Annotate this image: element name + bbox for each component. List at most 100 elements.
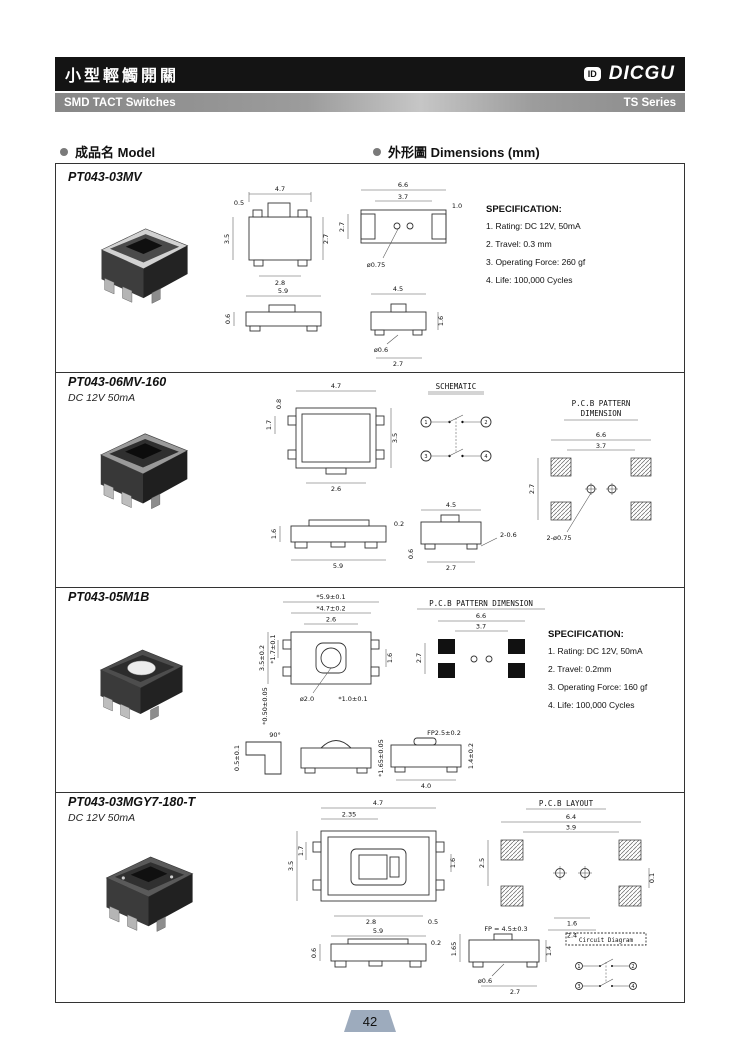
drawings-pt043-06mv-160: 4.7 0.8 1.7 3.5 2.6 SCHEMATIC 1 2 3 <box>265 382 652 572</box>
dim-label: 0.5 <box>234 199 244 207</box>
series-bar-left: SMD TACT Switches <box>64 96 176 109</box>
dim-label: 5.9 <box>373 927 383 935</box>
side-view-dome: *1.65±0.05 <box>300 739 385 777</box>
spec-title: SPECIFICATION: <box>548 629 624 640</box>
dim-label: 3.5 <box>223 234 231 244</box>
dim-label: 2.7 <box>446 564 456 572</box>
dim-label: 1.6 <box>437 316 445 326</box>
specification-block-1: SPECIFICATION: 1. Rating: DC 12V, 50mA 2… <box>486 204 681 293</box>
dim-label: 2.7 <box>338 222 346 232</box>
schematic-drawing: SCHEMATIC 1 2 3 4 <box>420 382 492 462</box>
pcb-pattern-title: P.C.B PATTERN <box>572 399 631 408</box>
model-name-3: PT043-05M1B <box>68 590 150 604</box>
dim-label: 2.4 <box>567 932 577 940</box>
dim-label: 2.6 <box>326 616 336 624</box>
dim-label: 1.4 <box>545 946 553 956</box>
drawings-pt043-05m1b: *5.9±0.1 *4.7±0.2 2.6 3.5±0.2 *1.7±0.1 1… <box>233 593 545 790</box>
dim-label: *1.7±0.1 <box>269 634 277 663</box>
side-view-2: 4.5 2.7 0.6 2-0.6 <box>407 501 517 572</box>
pin-number: 2 <box>631 964 634 970</box>
spec-item: 4. Life: 100,000 Cycles <box>486 275 573 285</box>
dim-label: 4.7 <box>275 185 285 193</box>
series-bar-right: TS Series <box>623 96 676 109</box>
section-divider <box>56 587 684 588</box>
top-view-drawing: 4.7 2.35 3.5 1.7 2.8 0.5 1.6 <box>287 799 457 926</box>
dim-label: 0.2 <box>431 939 441 947</box>
dim-label: 6.6 <box>596 431 606 439</box>
spec-item: 3. Operating Force: 160 gf <box>548 682 648 692</box>
side-view-1: 0.2 1.6 5.9 <box>270 519 404 570</box>
spec-title: SPECIFICATION: <box>486 204 562 215</box>
header-bar: 小型輕觸開關 ID DICGU <box>55 57 685 91</box>
corner-detail-drawing: 0.5±0.1 90° <box>233 731 282 775</box>
pin-number: 1 <box>424 420 427 426</box>
dim-label: 1.7 <box>297 846 305 856</box>
dim-label: 0.2 <box>394 520 404 528</box>
dim-label: 2.7 <box>415 653 423 663</box>
drawings-pt043-03mv: 4.7 0.5 3.5 2.7 2.8 6.6 3.7 1.0 <box>223 181 462 368</box>
side-view-fp: FP2.5±0.2 4.0 1.4±0.2 <box>390 729 475 790</box>
dim-label: 2.7 <box>528 484 536 494</box>
model-name-4: PT043-03MGY7-180-T <box>68 795 196 809</box>
dim-label: ø2.0 <box>300 695 314 703</box>
section-divider <box>56 792 684 793</box>
dim-label: ø0.6 <box>374 346 388 354</box>
side-view-2: 4.5 1.6 ø0.6 2.7 <box>370 285 445 368</box>
dim-label: *4.7±0.2 <box>316 605 345 613</box>
model-rating-4: DC 12V 50mA <box>68 812 136 824</box>
dim-label: 0.6 <box>407 549 415 559</box>
dim-label: 0.5±0.1 <box>233 745 241 771</box>
dim-label: 3.5±0.2 <box>258 645 266 671</box>
dim-label: ø0.75 <box>367 261 385 269</box>
dim-label: FP = 4.5±0.3 <box>484 925 527 933</box>
dimensions-section-label: 外形圖 Dimensions (mm) <box>373 142 540 161</box>
dim-label: *1.65±0.05 <box>377 739 385 777</box>
dim-label: 3.7 <box>398 193 408 201</box>
dim-label: 2.7 <box>393 360 403 368</box>
dim-label: 3.7 <box>476 623 486 631</box>
front-view-drawing: 4.7 0.5 3.5 2.7 2.8 <box>223 185 330 287</box>
dim-label: 2.7 <box>510 988 520 996</box>
spec-item: 2. Travel: 0.3 mm <box>486 239 552 249</box>
dim-label: 4.5 <box>446 501 456 509</box>
pcb-layout-drawing: P.C.B LAYOUT 6.4 3.9 2.5 0.1 <box>478 799 656 940</box>
dim-label: 1.0 <box>452 202 462 210</box>
dim-label: 5.9 <box>278 287 288 295</box>
dim-label: 4.5 <box>393 285 403 293</box>
dim-label: 2.6 <box>331 485 341 493</box>
dim-label: 3.5 <box>391 433 399 443</box>
bullet-icon <box>373 147 381 156</box>
dim-label: 1.6 <box>449 858 457 868</box>
product-photo-1 <box>100 228 189 304</box>
product-photo-4 <box>105 856 194 932</box>
drawings-pt043-03mgy7-180-t: 4.7 2.35 3.5 1.7 2.8 0.5 1.6 P.C.B LAYOU… <box>287 799 656 996</box>
dim-label: 3.9 <box>566 824 576 832</box>
pcb-pattern-title: P.C.B PATTERN DIMENSION <box>429 599 533 608</box>
pcb-pattern-dimension: P.C.B PATTERN DIMENSION 6.6 3.7 2.7 <box>415 599 545 678</box>
dim-label: 3.5 <box>287 861 295 871</box>
page-number: 42 <box>362 1013 378 1029</box>
bullet-icon <box>60 147 68 156</box>
product-photo-3 <box>99 649 184 721</box>
spec-item: 3. Operating Force: 260 gf <box>486 257 586 267</box>
dim-label: 1.6 <box>386 653 394 663</box>
dim-label: 2.5 <box>478 858 486 868</box>
pin-number: 3 <box>577 984 580 990</box>
dim-label: 0.6 <box>224 314 232 324</box>
dim-label: 0.5 <box>428 918 438 926</box>
page-number-badge: 42 <box>344 1010 396 1032</box>
top-view-drawing: *5.9±0.1 *4.7±0.2 2.6 3.5±0.2 *1.7±0.1 1… <box>258 593 394 725</box>
dim-label: *1.0±0.1 <box>338 695 367 703</box>
dim-label: *5.9±0.1 <box>316 593 345 601</box>
pin-number: 2 <box>484 420 487 426</box>
circuit-diagram-title: Circuit Diagram <box>579 937 634 944</box>
dim-label: 1.6 <box>270 529 278 539</box>
dim-label: 0.6 <box>310 948 318 958</box>
side-view-1: 5.9 0.6 <box>224 287 322 332</box>
content-box: PT043-03MV 4.7 0 <box>55 163 685 1003</box>
dim-label: 3.7 <box>596 442 606 450</box>
model-section-label-text: 成品名 Model <box>75 145 156 160</box>
side-view-1: 5.9 0.2 0.6 <box>310 927 441 968</box>
section-divider <box>56 372 684 373</box>
dim-label: 2.8 <box>366 918 376 926</box>
